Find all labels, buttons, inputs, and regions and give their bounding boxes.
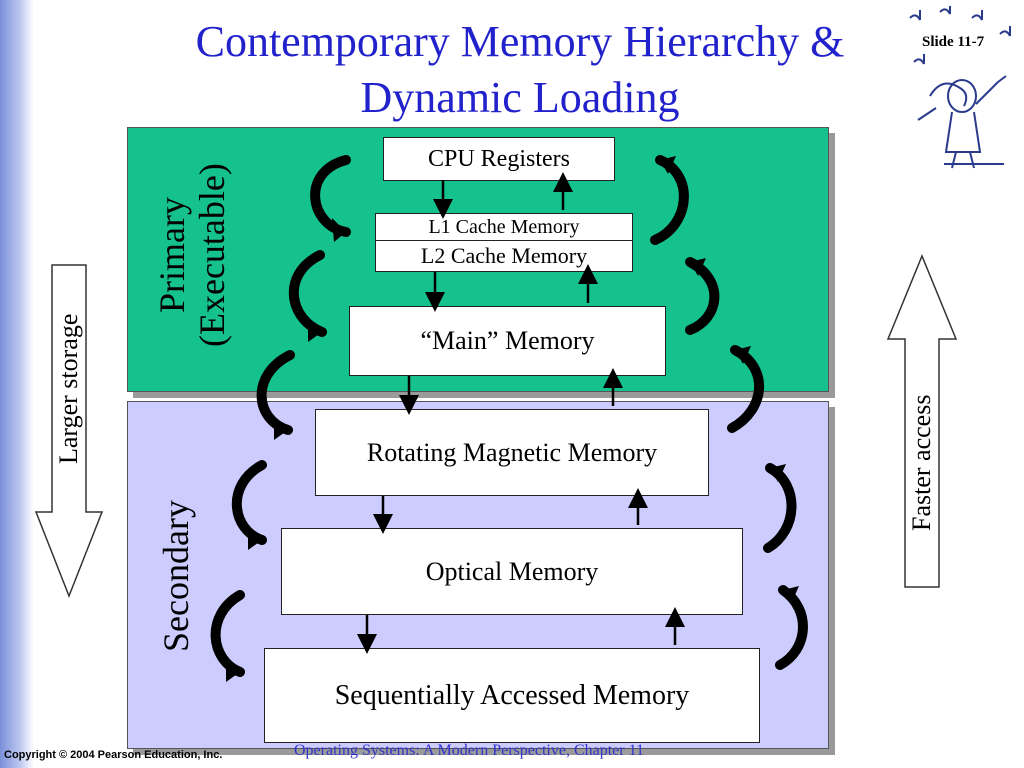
curved-arrow-right-1	[650, 155, 689, 245]
curved-arrow-right-3	[727, 345, 765, 433]
optical-memory-box: Optical Memory	[281, 528, 743, 615]
left-gradient-bar	[0, 0, 34, 768]
curved-arrow-right-4	[763, 463, 797, 553]
title-line-1: Contemporary Memory Hierarchy &	[195, 17, 845, 66]
copyright-text: Copyright © 2004 Pearson Education, Inc.	[4, 749, 223, 761]
faster-access-arrow-shape	[886, 254, 958, 588]
curved-arrow-left-2	[289, 250, 327, 337]
curved-arrow-left-4	[231, 460, 267, 545]
cpu-registers-box: CPU Registers	[383, 137, 615, 181]
curved-arrow-left-3	[256, 350, 295, 435]
rotating-magnetic-memory-box: Rotating Magnetic Memory	[315, 409, 709, 496]
curved-arrow-left-1	[310, 155, 351, 237]
slide-title: Contemporary Memory Hierarchy & Dynamic …	[120, 14, 920, 126]
curved-arrow-right-2	[685, 257, 720, 335]
larger-storage-label: Larger storage	[54, 313, 83, 464]
curved-arrow-left-5	[210, 590, 245, 677]
title-line-2: Dynamic Loading	[360, 73, 680, 122]
faster-access-label: Faster access	[907, 394, 936, 532]
main-memory-box: “Main” Memory	[349, 306, 666, 376]
larger-storage-arrow-shape	[34, 264, 104, 599]
music-mascot-icon	[909, 6, 1011, 169]
slide-number: Slide 11-7	[922, 34, 985, 50]
sequentially-accessed-memory-box: Sequentially Accessed Memory	[264, 648, 760, 743]
l1-cache-box: L1 Cache Memory	[375, 213, 633, 241]
footer-text: Operating Systems: A Modern Perspective,…	[294, 742, 645, 759]
